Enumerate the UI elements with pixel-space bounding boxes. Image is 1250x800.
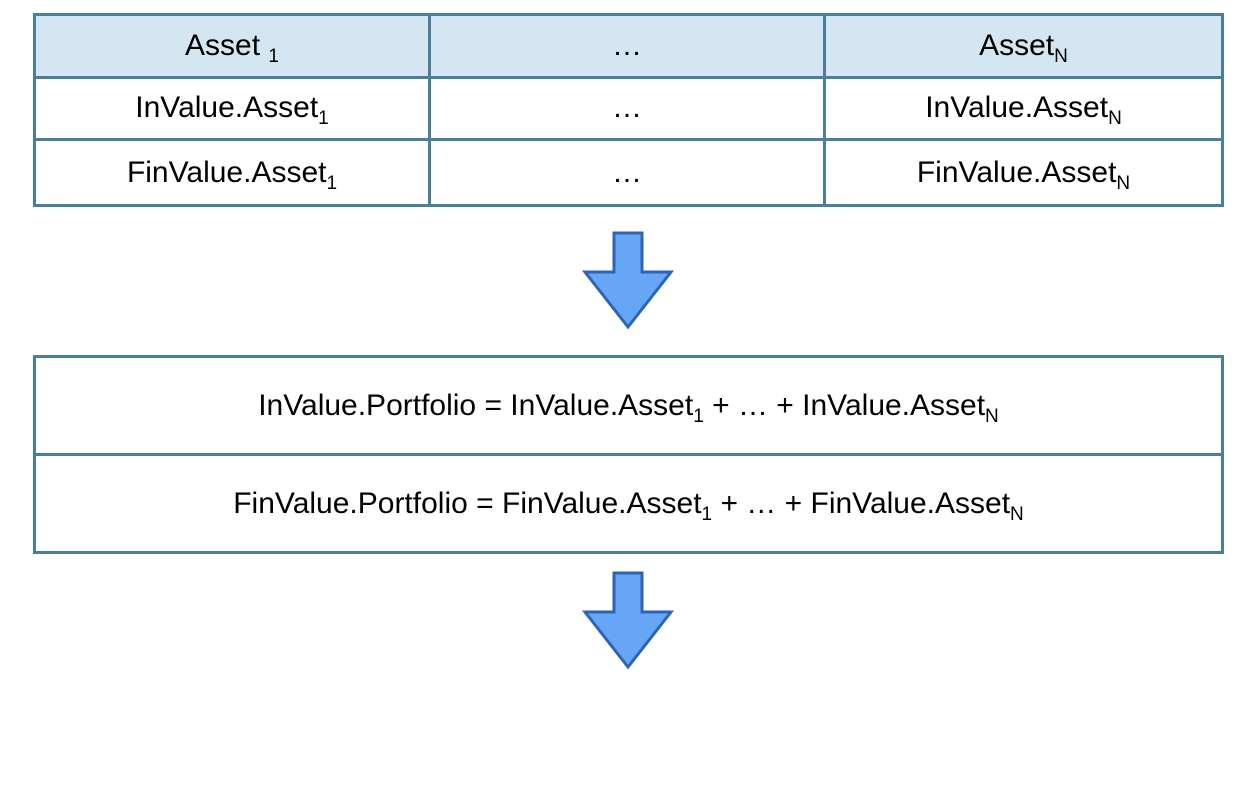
cell-label: … (612, 155, 642, 189)
table-header-ellipsis: … (431, 16, 826, 79)
formula-subscript: 1 (701, 503, 713, 525)
table-cell-invalue-asset-n: InValue.AssetN (826, 79, 1221, 142)
cell-label: FinValue.Asset (126, 155, 327, 189)
formula-subscript: N (985, 405, 999, 427)
formula-text: + … + InValue.Asset (703, 388, 986, 422)
table-cell-finvalue-asset-1: FinValue.Asset1 (36, 141, 431, 204)
portfolio-finvalue-formula: FinValue.Portfolio = FinValue.Asset1 + …… (36, 456, 1221, 551)
cell-label: InValue.Asset (135, 91, 319, 125)
formula-text: + … + FinValue.Asset (712, 486, 1011, 520)
formula-subscript: 1 (693, 405, 704, 427)
cell-label: … (612, 28, 642, 62)
portfolio-invalue-formula: InValue.Portfolio = InValue.Asset1 + … +… (36, 358, 1221, 456)
table-header-asset-1: Asset 1 (36, 16, 431, 79)
down-arrow-icon (581, 231, 675, 330)
cell-subscript: 1 (326, 172, 338, 194)
table-cell-invalue-asset-1: InValue.Asset1 (36, 78, 431, 142)
cell-label: FinValue.Asset (916, 155, 1117, 189)
down-arrow-shape (581, 231, 675, 330)
cell-subscript: N (1116, 172, 1131, 194)
down-arrow-shape (581, 571, 675, 670)
cell-subscript: N (1108, 108, 1122, 130)
table-cell-invalue-ellipsis: … (431, 78, 826, 142)
cell-label: … (612, 91, 642, 125)
formula-subscript: N (1010, 503, 1024, 525)
table-cell-finvalue-asset-n: FinValue.AssetN (826, 141, 1221, 204)
cell-subscript: 1 (268, 45, 279, 67)
cell-subscript: 1 (318, 108, 329, 130)
formula-text: FinValue.Portfolio = FinValue.Asset (233, 486, 702, 520)
cell-label: Asset (185, 28, 269, 62)
portfolio-formula-box: InValue.Portfolio = InValue.Asset1 + … +… (33, 355, 1224, 554)
table-header-asset-n: AssetN (826, 16, 1221, 79)
cell-label: Asset (979, 28, 1055, 62)
formula-text: InValue.Portfolio = InValue.Asset (258, 388, 694, 422)
cell-subscript: N (1054, 45, 1068, 67)
down-arrow-icon (581, 571, 675, 670)
asset-table: Asset 1 … AssetN InValue.Asset1 … InValu… (33, 13, 1224, 207)
cell-label: InValue.Asset (925, 91, 1109, 125)
table-cell-finvalue-ellipsis: … (431, 141, 826, 204)
